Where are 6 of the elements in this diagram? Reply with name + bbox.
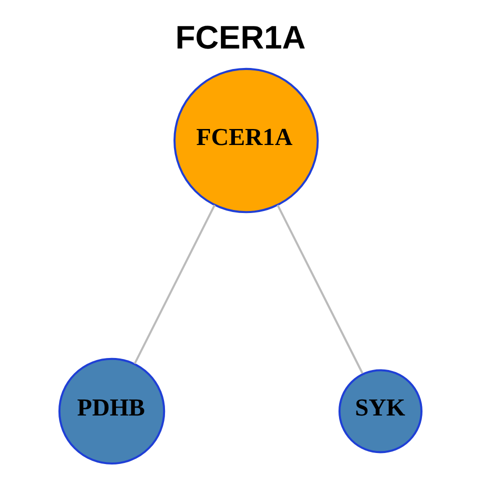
diagram-title: FCER1A: [174, 19, 306, 56]
node-circle: PDHB: [58, 358, 165, 465]
connector: [276, 204, 363, 374]
node-circle: SYK: [338, 369, 422, 454]
node-circle: FCER1A: [173, 68, 318, 214]
connector: [133, 204, 216, 364]
